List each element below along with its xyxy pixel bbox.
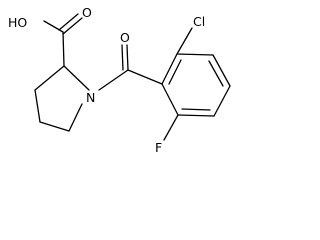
carboxyl-oxygen-label: O	[82, 5, 92, 20]
carbonyl-oxygen-label: O	[120, 30, 130, 45]
ring-bond-1	[63, 65, 90, 91]
ring-bond-2	[68, 103, 83, 132]
chemical-structure: O HO N O Cl F	[8, 5, 231, 155]
hydroxyl-label: HO	[8, 15, 27, 30]
benzene-ring	[161, 53, 231, 117]
aryl-bond-4	[213, 85, 231, 117]
aryl-bond-1	[161, 53, 178, 85]
bond-carbonyl-aryl	[127, 69, 163, 85]
aryl-bond-5	[177, 114, 215, 117]
fluorine-label: F	[155, 140, 162, 155]
aryl-inner-bond-2	[208, 60, 224, 87]
bond-c-o-double-a	[62, 17, 83, 35]
carboxylic-acid-group	[43, 13, 83, 67]
bond-n-carbonyl	[98, 69, 129, 91]
ring-bond-4	[34, 89, 41, 123]
amide-group	[98, 44, 163, 91]
aryl-inner-bond-3	[181, 108, 211, 111]
bond-c-alpha	[62, 31, 65, 67]
ring-bond-5	[34, 65, 65, 91]
aryl-bond-3	[212, 54, 231, 87]
chlorine-label: Cl	[193, 14, 205, 29]
bond-carbonyl-o-b	[121, 44, 124, 71]
aryl-bond-2	[176, 53, 214, 56]
aryl-inner-bond-1	[168, 59, 182, 85]
bond-c-o-double-b	[58, 13, 79, 31]
bond-c-oh	[43, 20, 64, 33]
bond-carbonyl-o-a	[126, 44, 129, 71]
ring-nitrogen-label: N	[86, 90, 95, 105]
bond-c-f	[163, 114, 179, 141]
substituents	[163, 27, 193, 141]
pyrrolidine-ring	[34, 65, 90, 132]
bond-c-cl	[176, 27, 193, 55]
ring-bond-3	[39, 121, 70, 132]
aryl-bond-6	[161, 83, 179, 116]
